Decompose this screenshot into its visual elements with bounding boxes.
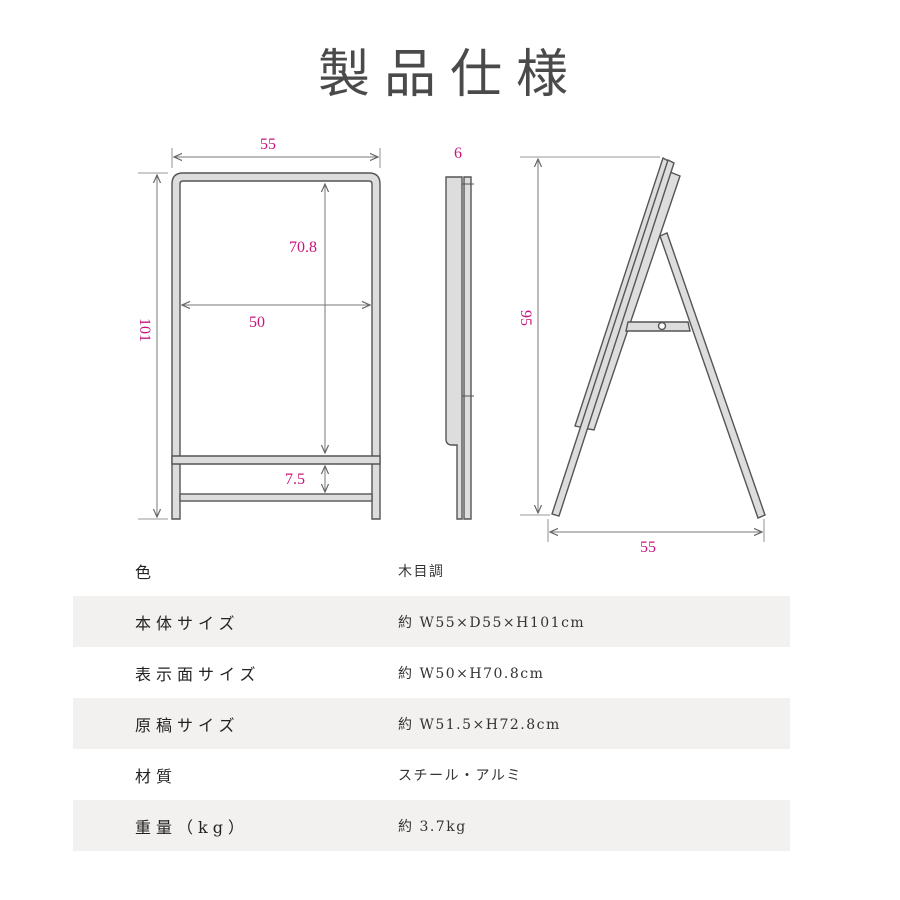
spec-row-manuscript-size: 原稿サイズ 約 W51.5×H72.8cm [73,698,790,749]
side-view [445,176,474,520]
spec-label: 表示面サイズ [135,664,261,684]
front-width-label: 55 [260,136,276,153]
spec-table: 色 木目調 本体サイズ 約 W55×D55×H101cm 表示面サイズ 約 W5… [73,545,790,851]
stand-height-label: 95 [517,310,534,326]
spec-row-body-size: 本体サイズ 約 W55×D55×H101cm [73,596,790,647]
spec-row-display-size: 表示面サイズ 約 W50×H70.8cm [73,647,790,698]
stand-depth-label: 55 [640,539,656,556]
spec-value: 約 W50×H70.8cm [398,665,545,682]
stand-view [551,156,766,519]
spec-label: 本体サイズ [135,613,240,633]
spec-label: 重量（kg） [135,817,249,837]
spec-value: スチール・アルミ [398,767,522,784]
spec-row-weight: 重量（kg） 約 3.7kg [73,800,790,851]
spec-label: 色 [135,562,157,582]
front-view [171,172,381,520]
spec-value: 木目調 [398,563,445,580]
spec-value: 約 W51.5×H72.8cm [398,716,561,733]
spec-row-material: 材質 スチール・アルミ [73,749,790,800]
page-title: 製品仕様 [317,45,582,105]
display-width-label: 50 [249,314,265,331]
spec-value: 約 W55×D55×H101cm [398,614,586,631]
spec-label: 材質 [135,766,178,786]
bottom-gap-label: 7.5 [285,471,305,488]
front-height-label: 101 [136,318,153,342]
spec-label: 原稿サイズ [135,715,240,735]
spec-row-color: 色 木目調 [73,545,790,596]
product-dimension-diagram: 55 101 70.8 50 7.5 6 95 55 [136,136,766,556]
side-depth-label: 6 [454,145,462,162]
spec-value: 約 3.7kg [398,818,467,835]
display-height-label: 70.8 [289,239,317,256]
